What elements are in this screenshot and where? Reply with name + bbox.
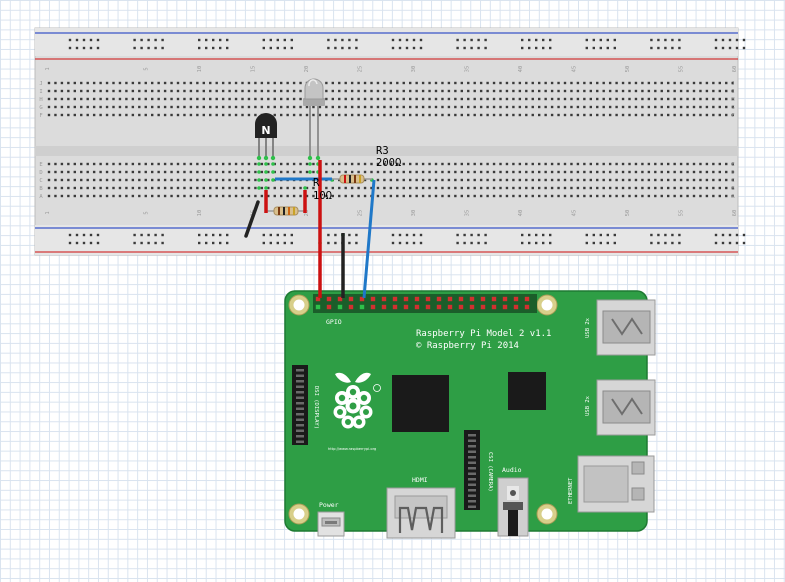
power-label: Power — [319, 501, 339, 509]
column-number: 55 — [679, 210, 685, 217]
column-number: 40 — [518, 66, 524, 73]
row-letter: F — [731, 113, 734, 119]
top-power-rail — [35, 28, 738, 56]
resistor-r3 — [332, 174, 372, 184]
pi-model-title: Raspberry Pi Model 2 v1.1 — [416, 329, 551, 339]
column-number: 15 — [251, 66, 257, 73]
row-letter: A — [731, 194, 735, 200]
breadboard: 1155101015152020252530303535404045455050… — [34, 27, 746, 256]
gpio-label: GPIO — [326, 318, 342, 326]
row-letter: F — [39, 113, 42, 119]
row-letter: J — [731, 81, 734, 87]
r3-value-label: 200Ω — [376, 157, 401, 169]
hdmi-label: HDMI — [412, 476, 428, 484]
row-letter: E — [731, 162, 734, 168]
dsi-label: DSI (DISPLAY) — [313, 386, 319, 429]
column-number: 5 — [144, 67, 150, 70]
row-letter: H — [39, 97, 42, 103]
row-letter: D — [39, 170, 42, 176]
row-letter: G — [731, 105, 734, 111]
column-number: 35 — [465, 210, 471, 217]
npn-transistor: N — [255, 113, 277, 161]
ethernet-label: ETHERNET — [568, 477, 574, 504]
usb-label-upper: USB 2x — [585, 317, 591, 338]
usb-label-lower: USB 2x — [585, 395, 591, 416]
center-channel — [35, 146, 738, 156]
audio-label: Audio — [502, 466, 522, 474]
usb-port-upper — [596, 299, 656, 356]
usb-port-lower — [596, 379, 656, 436]
column-number: 10 — [197, 66, 203, 73]
column-number: 30 — [411, 66, 417, 73]
column-number: 45 — [572, 210, 578, 217]
column-number: 1 — [45, 211, 51, 214]
row-letter: H — [731, 97, 734, 103]
audio-jack — [497, 477, 529, 537]
raspberry-logo — [333, 372, 381, 429]
column-number: 55 — [679, 66, 685, 73]
r3-name-label: R3 — [376, 145, 389, 157]
resistor-lower — [266, 206, 305, 216]
mounting-holes — [288, 294, 558, 525]
column-numbers: 1155101015152020252530303535404045455050… — [45, 66, 738, 217]
resistor-value-label: 10Ω — [313, 190, 332, 202]
row-letter: J — [39, 81, 42, 87]
bottom-power-rail — [35, 225, 738, 255]
column-number: 45 — [572, 66, 578, 73]
row-letter: C — [731, 178, 734, 184]
row-letter: G — [39, 105, 42, 111]
column-number: 25 — [358, 210, 364, 217]
row-letter: C — [39, 178, 42, 184]
column-number: 5 — [144, 211, 150, 214]
column-number: 20 — [304, 210, 310, 217]
hdmi-port — [386, 487, 456, 539]
csi-label: CSI (CAMERA) — [487, 452, 493, 492]
row-letter: D — [731, 170, 734, 176]
row-letter: B — [39, 186, 43, 192]
row-letter: A — [39, 194, 43, 200]
pi-url: http://www.raspberrypi.org — [328, 447, 376, 451]
column-number: 25 — [358, 66, 364, 73]
row-letter: E — [39, 162, 42, 168]
column-number: 50 — [625, 66, 631, 73]
transistor-label: N — [261, 124, 270, 137]
column-number: 40 — [518, 210, 524, 217]
power-port — [317, 511, 345, 537]
soc-chip — [392, 375, 449, 432]
raspberry-pi-board: GPIO Raspberry Pi Model 2 v1.1 © Raspber… — [284, 290, 656, 539]
led — [303, 78, 325, 161]
column-number: 60 — [732, 66, 738, 73]
column-number: 30 — [411, 210, 417, 217]
ethernet-port — [577, 455, 655, 513]
gpio-pins — [315, 296, 530, 310]
resistor-name-label: R — [313, 177, 320, 189]
usb-ethernet-chip — [508, 372, 546, 410]
row-letter: I — [731, 89, 734, 95]
column-number: 20 — [304, 66, 310, 73]
column-number: 1 — [45, 67, 51, 70]
column-number: 35 — [465, 66, 471, 73]
row-letter: I — [39, 89, 42, 95]
column-number: 10 — [197, 210, 203, 217]
column-number: 60 — [732, 210, 738, 217]
registered-mark-icon — [373, 384, 381, 392]
blue-wire-to-pi — [362, 179, 376, 299]
black-jumper-diagonal — [244, 200, 260, 238]
column-number: 50 — [625, 210, 631, 217]
breadboard-body — [34, 27, 739, 256]
row-letter: B — [731, 186, 735, 192]
pi-copyright: © Raspberry Pi 2014 — [416, 341, 519, 351]
